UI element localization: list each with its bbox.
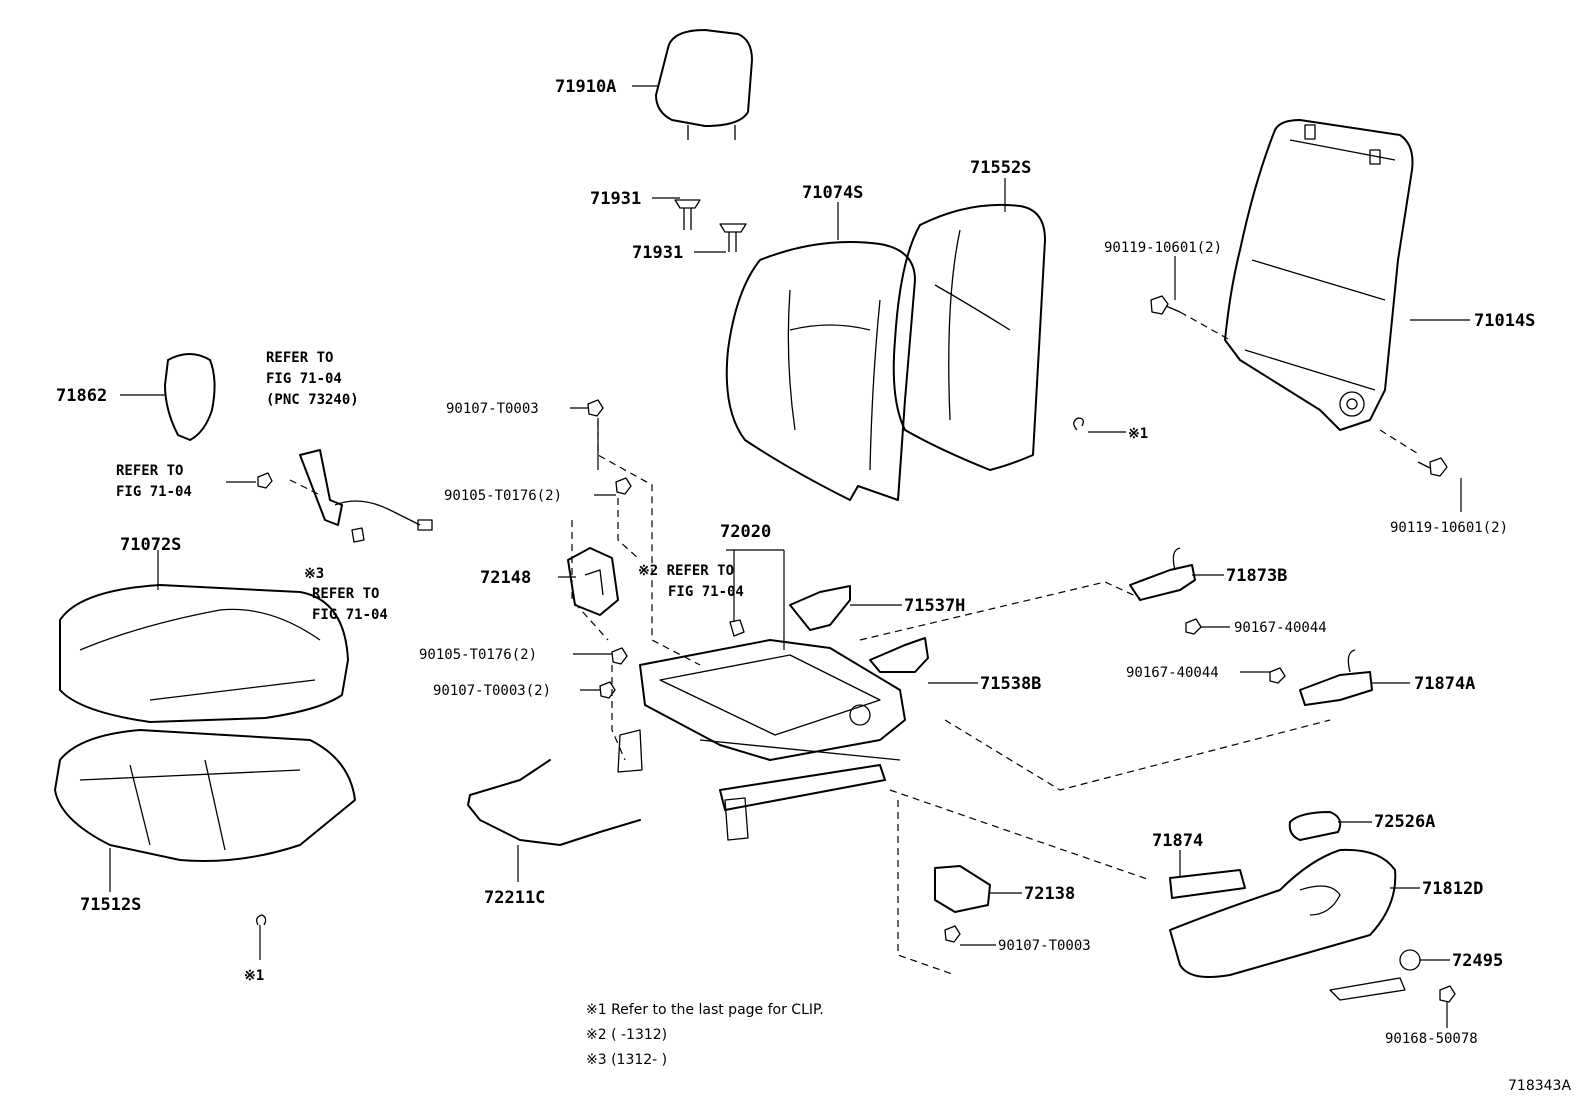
footnote-3: ※3 (1312- ) xyxy=(586,1052,667,1068)
part-label-90105-lower: 90105-T0176(2) xyxy=(419,647,537,663)
part-label-72495: 72495 xyxy=(1452,951,1503,971)
refer-to-mark2-line2: FIG 71-04 xyxy=(668,584,744,600)
adjuster-bolts-illustration xyxy=(587,399,961,943)
side-shield-illustration xyxy=(1169,848,1406,1001)
part-label-90119-lower: 90119-10601(2) xyxy=(1390,520,1508,536)
refer-to-left-line2: FIG 71-04 xyxy=(116,484,192,500)
part-label-71931-upper: 71931 xyxy=(590,189,641,209)
part-label-90107-lower: 90107-T0003(2) xyxy=(433,683,551,699)
part-label-71072s: 71072S xyxy=(120,535,181,555)
seatback-cover-illustration xyxy=(725,241,916,501)
part-label-71812d: 71812D xyxy=(1422,879,1483,899)
part-label-90168: 90168-50078 xyxy=(1385,1031,1478,1047)
assembly-dashed-lines xyxy=(289,311,1421,976)
cover-71862-illustration xyxy=(164,353,216,441)
clip-mark-top: ※1 xyxy=(1128,426,1148,442)
refer-to-buckle-line1: REFER TO xyxy=(266,350,333,366)
seat-cushion-pad-illustration xyxy=(54,729,356,862)
part-label-90107-bottom: 90107-T0003 xyxy=(998,938,1091,954)
part-label-72148: 72148 xyxy=(480,568,531,588)
part-label-71552s: 71552S xyxy=(970,158,1031,178)
part-label-71014s: 71014S xyxy=(1474,311,1535,331)
part-label-90167-upper: 90167-40044 xyxy=(1234,620,1327,636)
part-label-72020: 72020 xyxy=(720,522,771,542)
refer-to-left-line1: REFER TO xyxy=(116,463,183,479)
part-label-72211c: 72211C xyxy=(484,888,545,908)
part-label-71538b: 71538B xyxy=(980,674,1041,694)
cover-71874a-illustration xyxy=(1269,649,1373,706)
figure-id: 718343A xyxy=(1508,1078,1571,1094)
footnote-1: ※1 Refer to the last page for CLIP. xyxy=(586,1002,824,1018)
part-label-71512s: 71512S xyxy=(80,895,141,915)
part-label-72526a: 72526A xyxy=(1374,812,1435,832)
refer-to-mark2-line1: ※2 REFER TO xyxy=(638,563,734,579)
bracket-72138-illustration xyxy=(934,865,991,913)
clip-mark-bottom: ※1 xyxy=(244,968,264,984)
seatback-pad-illustration xyxy=(892,203,1046,471)
cover-71538b-illustration xyxy=(869,637,929,673)
refer-to-mark3: ※3 xyxy=(304,566,324,582)
part-label-71074s: 71074S xyxy=(802,183,863,203)
part-label-71874: 71874 xyxy=(1152,831,1203,851)
part-label-90167-lower: 90167-40044 xyxy=(1126,665,1219,681)
part-label-90107-top: 90107-T0003 xyxy=(446,401,539,417)
cover-71537h-illustration xyxy=(789,585,851,631)
clip-illustration-bottom xyxy=(256,914,267,926)
knob-72526a-illustration xyxy=(1288,811,1342,841)
footnote-2: ※2 ( -1312) xyxy=(586,1027,667,1043)
part-label-90105-upper: 90105-T0176(2) xyxy=(444,488,562,504)
cover-71874-illustration xyxy=(1169,869,1246,899)
part-label-71931-lower: 71931 xyxy=(632,243,683,263)
part-label-71910a: 71910A xyxy=(555,77,616,97)
wire-72211c-illustration xyxy=(467,759,641,846)
part-label-71874a: 71874A xyxy=(1414,674,1475,694)
refer-to-lower-line1: REFER TO xyxy=(312,586,379,602)
refer-to-buckle-line2: FIG 71-04 xyxy=(266,371,342,387)
cover-71873b-illustration xyxy=(1129,547,1202,635)
part-label-71862: 71862 xyxy=(56,386,107,406)
seat-belt-buckle-illustration xyxy=(257,449,433,543)
headrest-support-illustration xyxy=(674,199,747,252)
clip-illustration-top xyxy=(1073,417,1084,431)
seat-adjuster-illustration xyxy=(617,639,906,841)
seatback-frame-illustration xyxy=(1224,119,1414,431)
part-label-72138: 72138 xyxy=(1024,884,1075,904)
part-label-90119-upper: 90119-10601(2) xyxy=(1104,240,1222,256)
refer-to-lower-line2: FIG 71-04 xyxy=(312,607,388,623)
bolt-illustration xyxy=(1150,295,1448,477)
refer-to-buckle-line3: (PNC 73240) xyxy=(266,392,359,408)
knob-72495-illustration xyxy=(1399,949,1456,1003)
part-label-71873b: 71873B xyxy=(1226,566,1287,586)
bracket-72148-illustration xyxy=(567,547,619,616)
part-label-71537h: 71537H xyxy=(904,596,965,616)
seat-cushion-cover-illustration xyxy=(59,584,349,723)
leader-lines xyxy=(109,85,1470,1028)
headrest-illustration xyxy=(655,29,753,140)
